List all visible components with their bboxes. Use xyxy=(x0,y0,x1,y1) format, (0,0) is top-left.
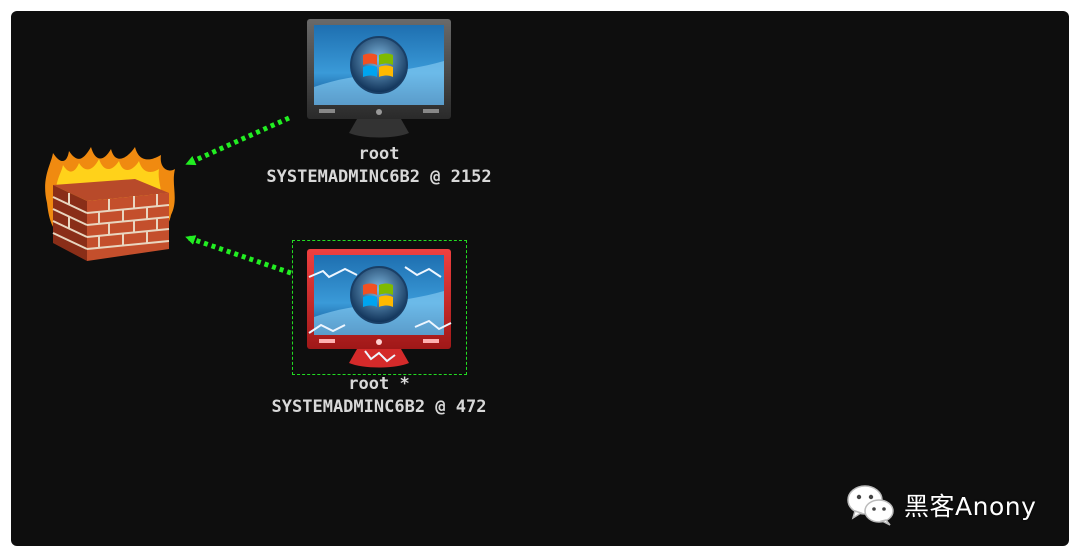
watermark-text: 黑客Anony xyxy=(904,492,1037,521)
selection-box xyxy=(292,240,467,375)
firewall-node[interactable] xyxy=(39,143,181,261)
windows-monitor-compromised-icon xyxy=(307,249,452,368)
edge-session-2152-to-firewall xyxy=(185,115,291,166)
graph-canvas[interactable]: root SYSTEMADMINC6B2 @ 2152 xyxy=(11,11,1069,546)
node-user-label: root xyxy=(358,144,400,164)
node-label-472: root * SYSTEMADMINC6B2 @ 472 xyxy=(219,373,539,419)
firewall-icon xyxy=(45,147,175,261)
node-host-label: SYSTEMADMINC6B2 @ 472 xyxy=(271,397,487,417)
edges-layer xyxy=(185,115,292,276)
windows-monitor-icon xyxy=(307,19,451,138)
host-node-2152[interactable] xyxy=(305,17,453,139)
edge-session-472-to-firewall xyxy=(185,235,292,276)
lightning-effect xyxy=(308,266,452,363)
host-node-472[interactable] xyxy=(305,247,453,369)
wechat-icon xyxy=(847,485,894,526)
node-label-2152: root SYSTEMADMINC6B2 @ 2152 xyxy=(219,143,539,189)
node-host-label: SYSTEMADMINC6B2 @ 2152 xyxy=(266,167,492,187)
node-user-label: root * xyxy=(348,374,410,394)
watermark: 黑客Anony xyxy=(846,480,1036,530)
